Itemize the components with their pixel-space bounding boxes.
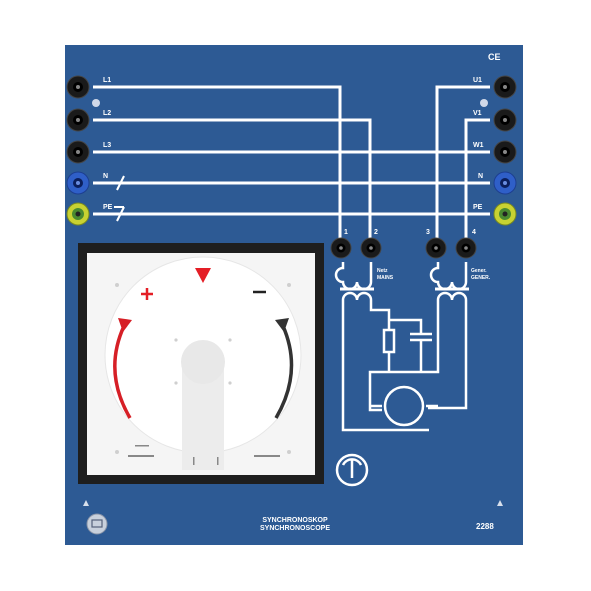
right-sockets [493,75,517,226]
plus-icon [141,288,153,300]
sync-marker-icon [195,268,211,283]
socket-terminal-3[interactable] [425,237,447,259]
bus-wires [93,85,490,240]
socket-n-left[interactable] [66,171,90,195]
label-terminal-3: 3 [426,229,430,236]
title-de: SYNCHRONOSKOP [262,517,328,524]
wire-l2 [93,118,372,240]
phase-marks [114,175,125,222]
wire-l1 [93,85,342,240]
pointer-hub [181,340,225,384]
socket-pe-left[interactable] [66,202,90,226]
label-l1: L1 [103,77,112,84]
socket-n-right[interactable] [493,171,517,195]
label-mains-en: MAINS [377,275,394,281]
faster-arrow-icon [113,318,132,419]
label-terminal-4: 4 [472,229,476,236]
recycle-icon [83,500,503,506]
title-en: SYNCHRONOSCOPE [259,525,330,532]
socket-pe-right[interactable] [493,202,517,226]
label-l2: L2 [103,110,112,117]
label-v1: V1 [473,110,482,117]
socket-u1[interactable] [493,75,517,99]
socket-v1[interactable] [493,108,517,132]
socket-w1[interactable] [493,140,517,164]
label-w1: W1 [473,142,484,149]
meter-markings [128,445,280,465]
synchroscope-symbol-icon [335,453,369,487]
model-number: 2288 [476,522,494,531]
label-n-left: N [103,173,109,180]
socket-l1[interactable] [66,75,90,99]
label-generator-en: GENER. [471,275,491,281]
meter-screws [115,283,291,454]
meter-scale-window [182,355,224,470]
measurement-circuit [334,262,468,432]
synchroscope-meter [78,243,324,484]
wire-v1 [464,118,490,240]
left-sockets [66,75,90,226]
phase-arrow-icon [92,99,488,107]
socket-terminal-2[interactable] [360,237,382,259]
label-generator-de: Gener. [471,268,487,274]
socket-terminal-4[interactable] [455,237,477,259]
plug-icon [86,513,108,535]
label-terminal-2: 2 [374,229,378,236]
label-u1: U1 [473,77,482,84]
label-l3: L3 [103,142,112,149]
label-mains-de: Netz [377,268,388,274]
wire-u1 [435,85,490,240]
socket-l3[interactable] [66,140,90,164]
label-pe-left: PE [103,204,113,211]
socket-terminal-1[interactable] [330,237,352,259]
label-n-right: N [478,173,484,180]
label-terminal-1: 1 [344,229,348,236]
label-pe-right: PE [473,204,483,211]
socket-l2[interactable] [66,108,90,132]
slower-arrow-icon [274,318,294,419]
meter-sockets [330,237,477,259]
ce-mark: CE [488,52,501,62]
